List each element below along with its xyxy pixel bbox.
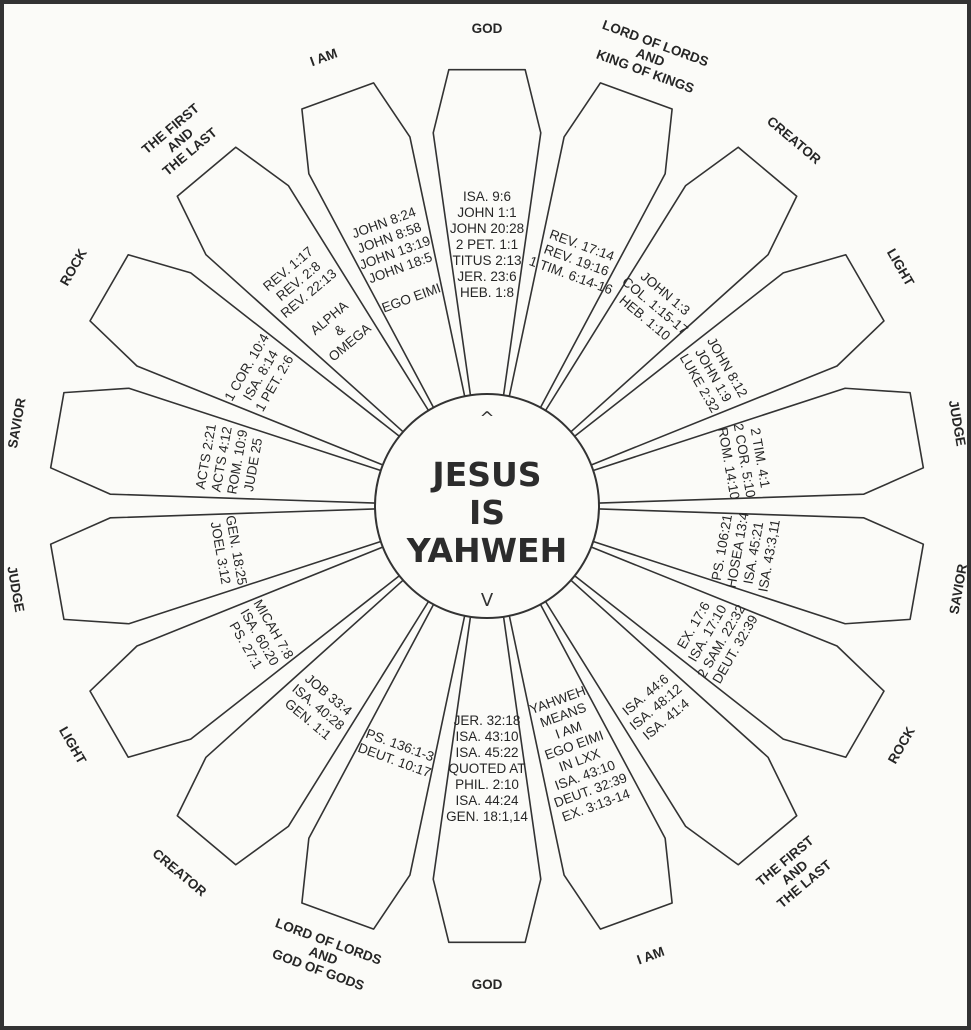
outer-label-line: SAVIOR (5, 397, 29, 450)
outer-label-line: JUDGE (946, 399, 967, 447)
segment-outline (592, 508, 925, 625)
outer-label: CREATOR (150, 846, 210, 900)
outer-label-line: JUDGE (4, 565, 27, 613)
outer-label-line: I AM (635, 944, 666, 968)
verse-line: TITUS 2:13 (452, 253, 521, 268)
outer-label: ROCK (885, 724, 918, 766)
outer-label-line: SAVIOR (946, 563, 967, 616)
segment-outline (89, 253, 400, 466)
verse-line: ISA. 45:22 (455, 745, 518, 760)
verse-line: HEB. 1:8 (460, 285, 514, 300)
verse-line: ISA. 43:10 (455, 729, 518, 744)
segment-outline (89, 546, 400, 759)
center-line-yahweh: YAHWEH (406, 531, 567, 570)
verse-line: PHIL. 2:10 (455, 777, 519, 792)
bottom-chevron: V (481, 590, 494, 611)
verse-line: 2 PET. 1:1 (456, 237, 518, 252)
outer-label: JUDGE (4, 565, 27, 613)
top-chevron: ^ (479, 408, 494, 429)
verse-line: GEN. 18:1,14 (446, 809, 528, 824)
outer-label: GOD (472, 977, 503, 992)
outer-label-line: CREATOR (150, 846, 210, 900)
outer-label-line: GOD (472, 21, 503, 36)
segment-outline (544, 146, 798, 433)
outer-label: JUDGE (946, 399, 967, 447)
center-line-is: IS (469, 493, 505, 532)
outer-label: I AM (635, 944, 666, 968)
outer-label-line: CREATOR (764, 113, 824, 167)
verse-line: JOHN 20:28 (450, 221, 524, 236)
outer-label-line: LIGHT (884, 246, 918, 289)
segment-outline (432, 68, 542, 396)
segment-outline (176, 579, 430, 866)
outer-label: LIGHT (56, 724, 90, 767)
segment-outline (574, 546, 885, 759)
segment-outline (49, 508, 382, 625)
segment-outline (544, 579, 798, 866)
segment-outline (176, 146, 430, 433)
segment-outline (49, 387, 382, 504)
outer-label: SAVIOR (5, 397, 29, 450)
outer-label: LIGHT (884, 246, 918, 289)
segment-outline (592, 387, 925, 504)
outer-label: ROCK (57, 246, 90, 288)
outer-label-line: ROCK (885, 724, 918, 766)
verse-line: JER. 32:18 (454, 713, 521, 728)
outer-label: CREATOR (764, 113, 824, 167)
outer-label: SAVIOR (946, 563, 967, 616)
verse-line: QUOTED AT (448, 761, 525, 776)
segment-outline (508, 604, 673, 930)
segment-outline (574, 253, 885, 466)
outer-label-line: LIGHT (56, 724, 90, 767)
center-circle (374, 393, 600, 619)
segment-outline (508, 82, 673, 408)
outer-label-line: I AM (308, 45, 339, 69)
segment-outline (301, 604, 466, 930)
outer-label-line: ROCK (57, 246, 90, 288)
center-hub: ^ JESUS IS YAHWEH V (374, 393, 600, 619)
outer-label: GOD (472, 21, 503, 36)
segment-outline (301, 82, 466, 408)
verse-line: JER. 23:6 (457, 269, 516, 284)
verse-line: JOHN 1:1 (457, 205, 516, 220)
verse-line: ISA. 9:6 (463, 189, 511, 204)
verse-line: ISA. 44:24 (455, 793, 519, 808)
outer-label: I AM (308, 45, 339, 69)
outer-label-line: GOD (472, 977, 503, 992)
center-line-jesus: JESUS (430, 455, 541, 494)
segment-outline (432, 616, 542, 944)
